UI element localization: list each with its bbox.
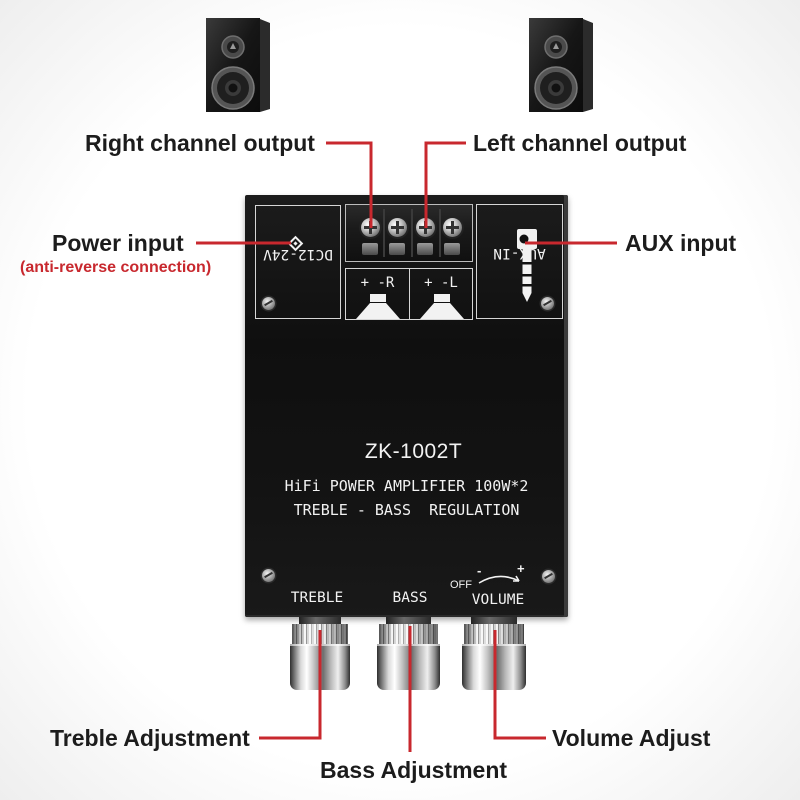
tweeter-logo [230,43,236,49]
audio-jack-icon [517,229,537,302]
aux-input-label: AUX input [625,230,737,256]
treble-knob-label: TREBLE [290,590,344,606]
knob-body [377,644,440,690]
terminal-separator [439,209,441,257]
bass-knob [377,617,440,690]
volume-minus-label: - [477,563,482,578]
terminal-screw-icon [416,218,435,237]
volume-off-label: OFF [450,579,472,591]
power-input-label: Power input [52,230,184,256]
terminal-clip [362,243,378,255]
terminal-separator [411,209,413,257]
knob-knurl [292,624,348,644]
screw-icon [542,570,555,583]
woofer-dust-cap [228,83,238,93]
treble-knob [290,617,350,690]
screw-icon [541,297,554,310]
regulation-line: TREBLE - BASS REGULATION [293,501,520,519]
volume-plus-label: + [517,561,525,576]
right-terminal-box: + -R [345,268,410,320]
terminal-clip [417,243,433,255]
model-name: ZK-1002T [364,440,463,463]
tweeter-logo [553,43,559,49]
speaker-side [583,19,593,112]
screw-icon [262,569,275,582]
terminal-screw-icon [361,218,380,237]
terminal-separator [383,209,385,257]
dc-voltage-label: DC12-24V [256,209,340,299]
left-channel-output-label: Left channel output [473,130,687,156]
treble-adjustment-label: Treble Adjustment [50,725,250,751]
knob-shaft [299,617,341,624]
knob-body [462,644,526,690]
woofer-dust-cap [551,83,561,93]
spec-line: HiFi POWER AMPLIFIER 100W*2 [284,477,529,495]
amplifier-board: DC12-24V + -R + -L [245,195,568,617]
knob-shaft [386,617,431,624]
right-channel-output-label: Right channel output [85,130,315,156]
power-input-note: (anti-reverse connection) [20,259,212,276]
terminal-clip [389,243,405,255]
terminal-screw-icon [443,218,462,237]
terminal-screw-icon [388,218,407,237]
speaker-symbol-icon [356,294,400,319]
volume-knob [462,617,526,690]
aux-input-box: AUX-IN [476,204,563,319]
speaker-terminal-block [345,204,473,262]
bass-knob-label: BASS [392,590,428,606]
volume-direction-arrow-icon [478,575,520,584]
left-terminal-label: + -L [424,275,458,291]
bass-adjustment-label: Bass Adjustment [320,757,508,783]
knob-body [290,644,350,690]
knob-knurl [379,624,438,644]
speaker-symbol-icon [420,294,464,319]
left-speaker-icon [206,18,270,112]
knob-shaft [471,617,517,624]
volume-adjust-label: Volume Adjust [552,725,711,751]
right-terminal-label: + -R [360,275,395,291]
screw-icon [262,297,275,310]
knob-knurl [464,624,524,644]
left-terminal-box: + -L [409,268,473,320]
volume-knob-label: VOLUME [471,592,525,608]
speaker-side [260,19,270,112]
right-speaker-icon [529,18,593,112]
terminal-clip [444,243,460,255]
dc-input-box: DC12-24V [255,205,341,319]
